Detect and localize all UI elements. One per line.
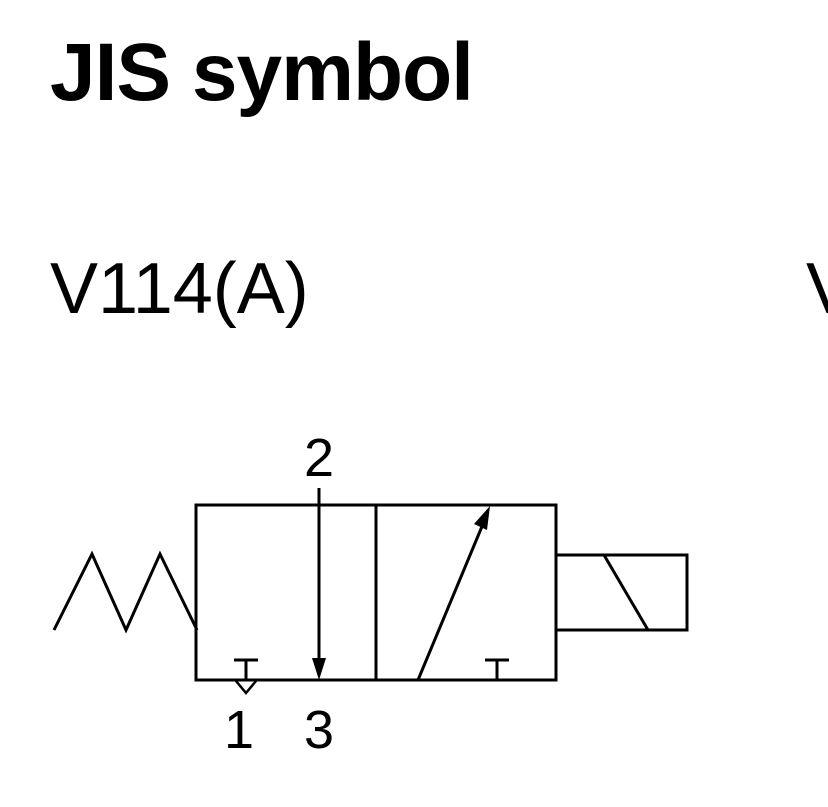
port-label-2: 2 — [304, 428, 334, 488]
model-label-v114a: V114(A) — [50, 249, 309, 329]
flow-arrowhead-left — [312, 658, 326, 680]
exhaust-triangle — [235, 680, 257, 695]
valve-position-right — [374, 503, 558, 682]
port-label-3: 3 — [304, 700, 334, 760]
valve-position-left — [194, 503, 378, 682]
solenoid-actuator — [554, 553, 689, 632]
flow-path-right — [416, 523, 485, 681]
port-label-1: 1 — [224, 700, 254, 760]
page-title: JIS symbol — [50, 27, 474, 118]
solenoid-coil-line — [602, 554, 650, 631]
model-label-cut-off: V — [806, 249, 828, 329]
flow-arrowhead-right — [474, 506, 490, 530]
spring-symbol — [52, 550, 199, 634]
